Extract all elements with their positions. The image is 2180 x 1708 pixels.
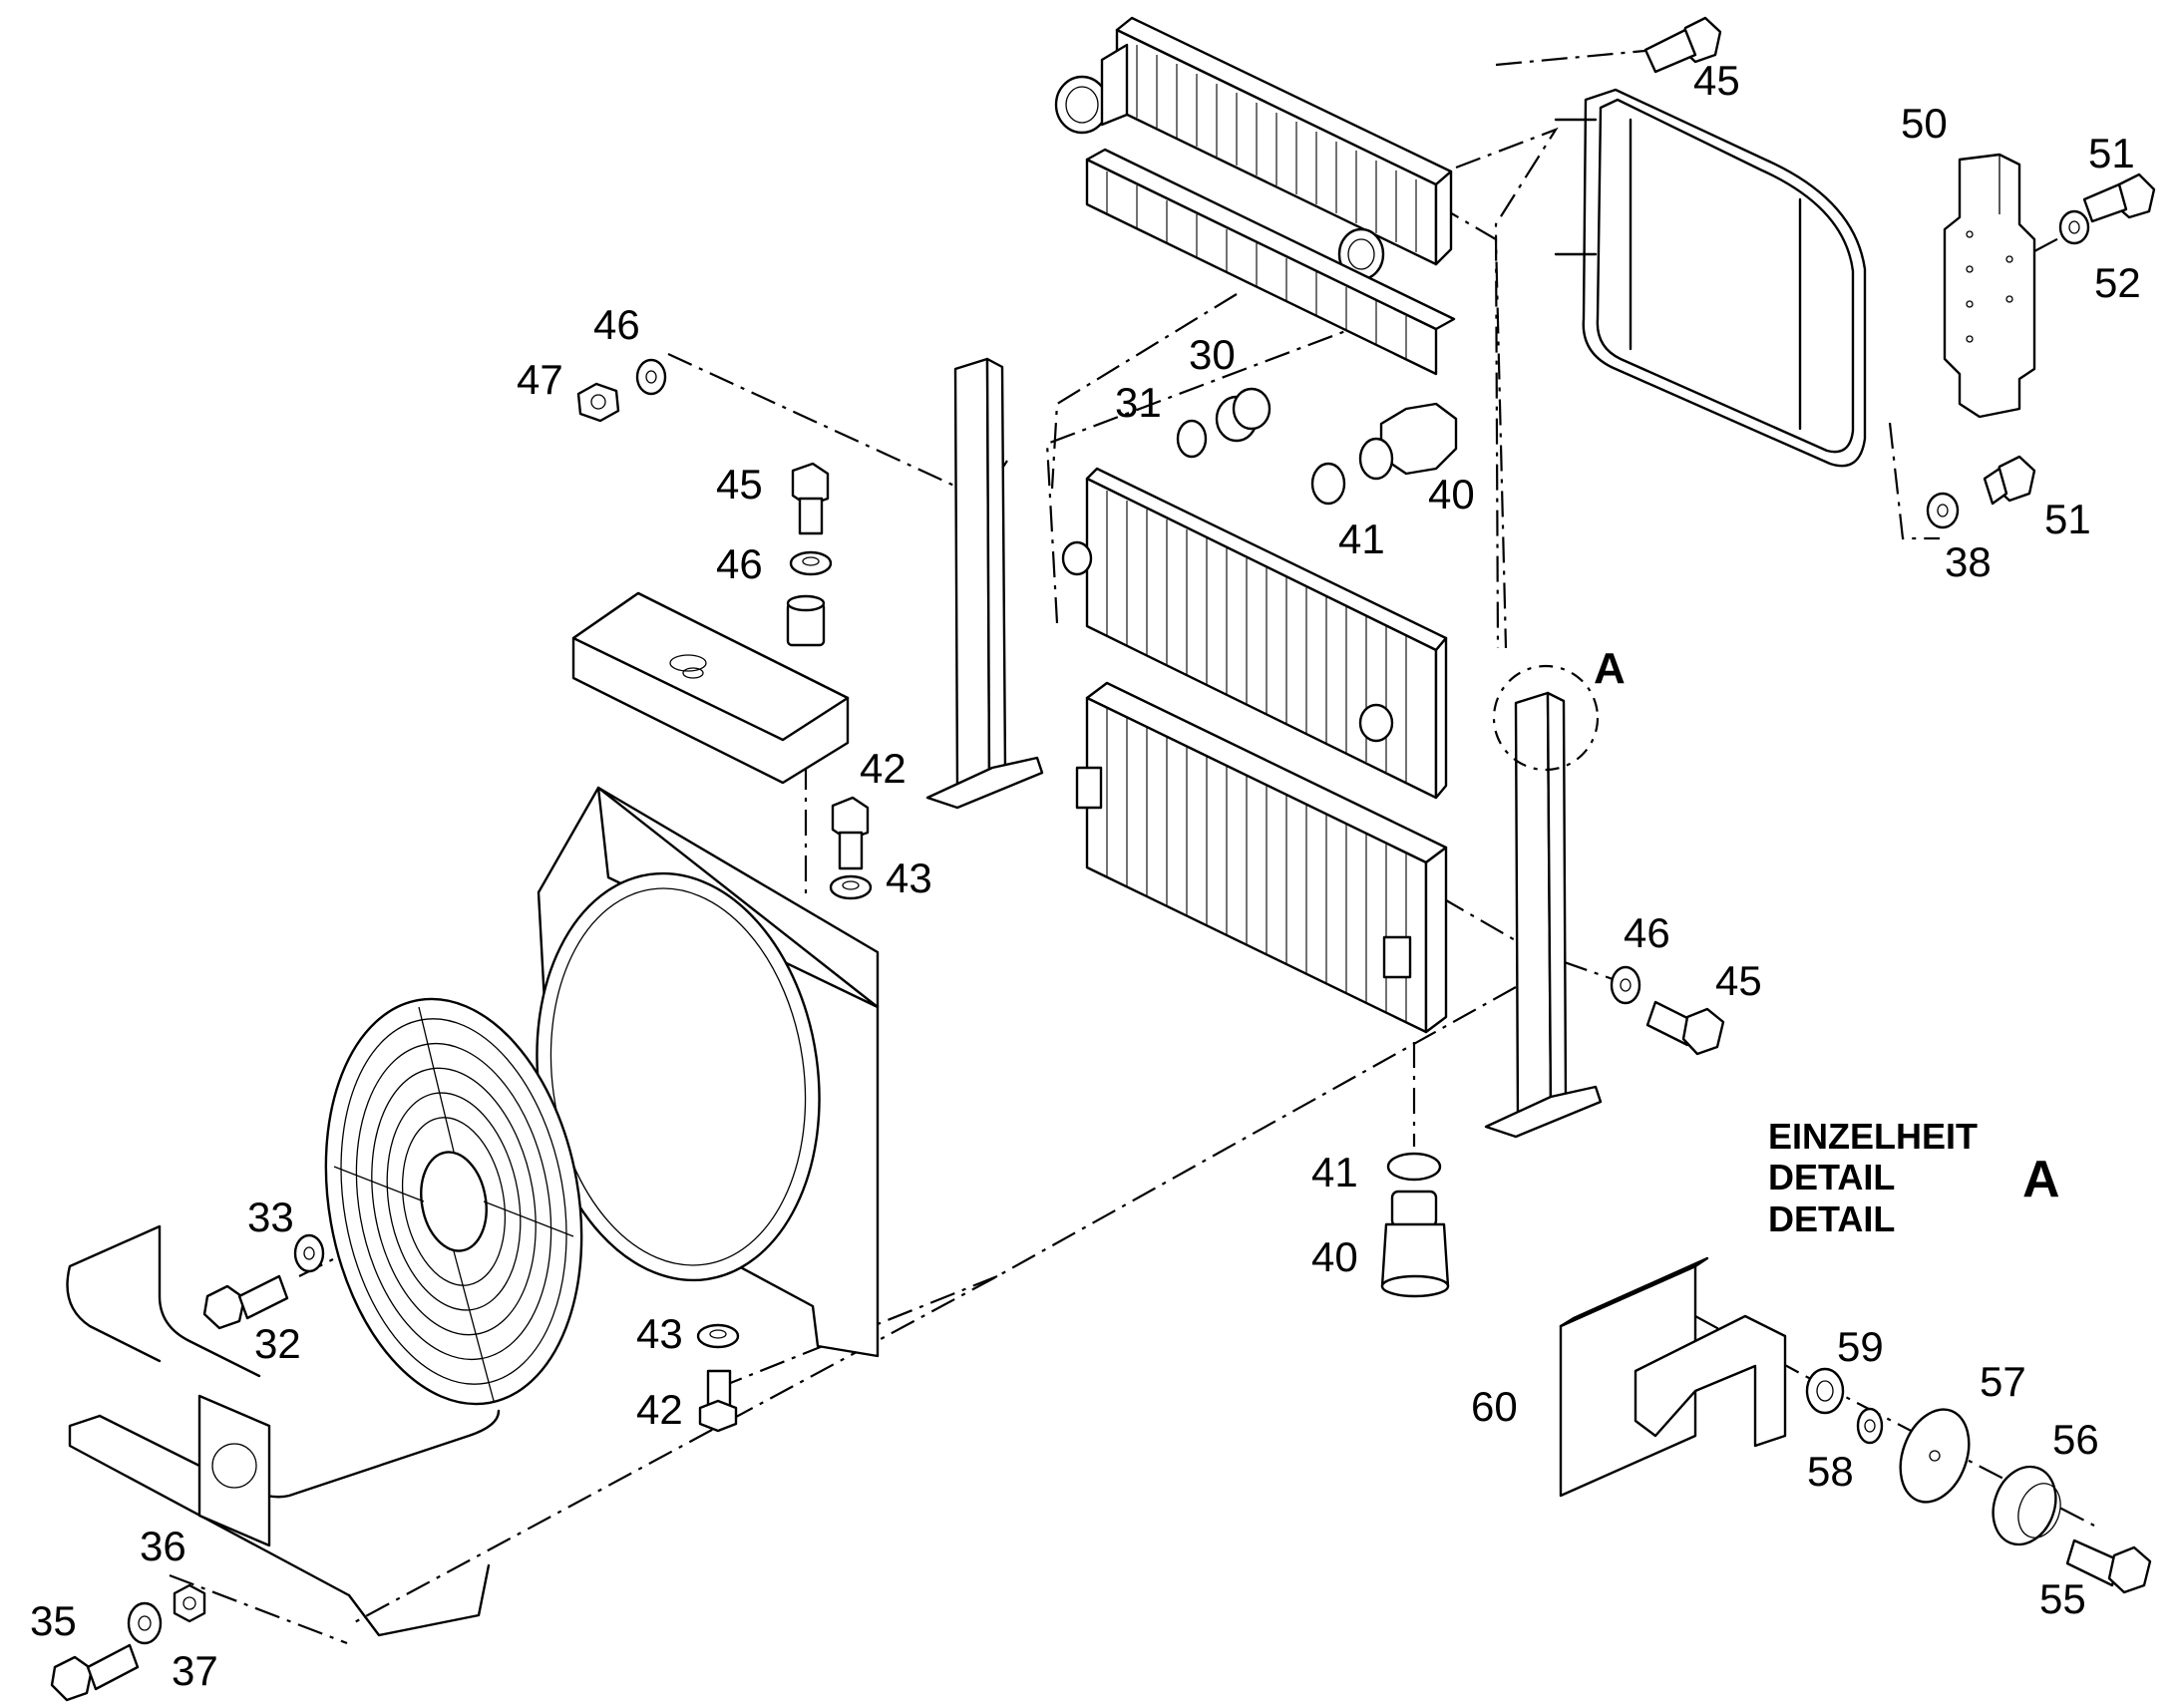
detail-heading-fr: DETAIL xyxy=(1768,1198,1895,1239)
oil-cooler-core xyxy=(1061,467,1448,800)
callout-51-top: 51 xyxy=(2088,130,2135,176)
callout-46-right: 46 xyxy=(1624,909,1670,956)
washer-43-bottom xyxy=(696,1323,740,1349)
top-mount-block xyxy=(571,591,850,785)
plug-30 xyxy=(1215,387,1272,443)
detail-a-base-plate-60 xyxy=(1559,1256,1709,1498)
washer-37 xyxy=(127,1601,163,1645)
support-rail-right xyxy=(1484,691,1603,1139)
callout-42-mid: 42 xyxy=(860,745,907,792)
callout-40-top: 40 xyxy=(1428,471,1475,517)
callout-56: 56 xyxy=(2052,1416,2099,1463)
bracket-plate-50 xyxy=(1943,153,2036,419)
bolt-32 xyxy=(202,1274,289,1330)
water-radiator-core xyxy=(1075,681,1448,1034)
detail-a-buffer-56 xyxy=(1992,1465,2061,1546)
callout-33: 33 xyxy=(247,1194,294,1240)
washer-46-mid xyxy=(789,550,833,576)
fan-shroud xyxy=(536,786,880,1358)
callout-51-bottom: 51 xyxy=(2044,496,2091,542)
callout-45-mid: 45 xyxy=(716,461,763,508)
seal-41-bottom xyxy=(1386,1152,1442,1182)
callout-31: 31 xyxy=(1115,379,1162,426)
callout-43-bottom: 43 xyxy=(636,1310,683,1357)
assembly-guide-lines xyxy=(169,48,2095,1645)
nut-47 xyxy=(576,382,620,423)
detail-a-marker: A xyxy=(1594,644,1626,693)
bolt-42-bottom xyxy=(698,1369,738,1433)
detail-heading-en: DETAIL xyxy=(1768,1157,1895,1197)
detail-a-circle xyxy=(1492,664,1600,772)
callout-41-top: 41 xyxy=(1338,515,1385,562)
callout-50: 50 xyxy=(1901,100,1948,147)
washer-52 xyxy=(2058,209,2090,245)
callout-60: 60 xyxy=(1471,1383,1518,1430)
seal-31 xyxy=(1176,419,1208,459)
tubular-guard-frame xyxy=(66,1224,501,1637)
callout-40-bottom: 40 xyxy=(1311,1233,1358,1280)
callout-45-right: 45 xyxy=(1715,957,1762,1004)
rubber-mount xyxy=(786,594,826,647)
washer-46-right xyxy=(1610,965,1641,1005)
washer-46-top xyxy=(635,358,667,396)
detail-a-washer-58 xyxy=(1856,1407,1884,1445)
bolt-45-top xyxy=(1643,16,1722,74)
callout-57: 57 xyxy=(1980,1358,2026,1405)
detail-a-bracket xyxy=(1634,1314,1787,1448)
callout-46-mid: 46 xyxy=(716,540,763,587)
bolt-45-mid xyxy=(791,462,830,535)
union-40-top xyxy=(1358,402,1458,481)
washer-38 xyxy=(1926,492,1960,529)
charge-air-cooler xyxy=(1054,16,1456,376)
callout-55: 55 xyxy=(2039,1575,2086,1622)
callout-58: 58 xyxy=(1807,1448,1854,1495)
detail-heading: EINZELHEIT DETAIL DETAIL A xyxy=(1768,1116,2060,1239)
washer-43-mid xyxy=(829,874,873,900)
callout-30: 30 xyxy=(1189,331,1236,378)
detail-heading-de: EINZELHEIT xyxy=(1768,1116,1978,1157)
callout-46-top: 46 xyxy=(593,301,640,348)
union-40-bottom xyxy=(1380,1190,1450,1298)
detail-a-disc-57 xyxy=(1899,1408,1971,1504)
callout-43-mid: 43 xyxy=(886,854,932,901)
bolt-51-top xyxy=(2082,172,2156,223)
washer-33 xyxy=(293,1233,325,1273)
callout-59: 59 xyxy=(1837,1323,1884,1370)
callout-45-top: 45 xyxy=(1693,57,1740,104)
callout-47: 47 xyxy=(517,356,563,403)
bolt-35 xyxy=(50,1643,140,1702)
bolt-42-mid xyxy=(831,796,870,870)
callout-35: 35 xyxy=(30,1597,77,1644)
protective-frame xyxy=(1554,88,1867,468)
detail-heading-marker: A xyxy=(2022,1151,2060,1208)
detail-a-bolt-55 xyxy=(2065,1538,2152,1594)
detail-a-sleeve-59 xyxy=(1805,1367,1845,1415)
callout-41-bottom: 41 xyxy=(1311,1149,1358,1196)
nut-36 xyxy=(173,1583,206,1623)
callout-37: 37 xyxy=(172,1647,218,1694)
callout-42-bottom: 42 xyxy=(636,1386,683,1433)
callout-labels: 45 50 51 52 46 47 30 31 40 41 51 38 45 4… xyxy=(30,57,2141,1694)
fan-guard xyxy=(324,997,583,1406)
bolt-45-right xyxy=(1645,1000,1725,1056)
callout-36: 36 xyxy=(140,1523,186,1569)
seal-41-top xyxy=(1310,462,1346,506)
bolt-51-bottom xyxy=(1983,455,2036,506)
callout-38: 38 xyxy=(1945,538,1992,585)
callout-32: 32 xyxy=(254,1320,301,1367)
callout-52: 52 xyxy=(2094,259,2141,306)
support-rail-left xyxy=(925,357,1044,810)
